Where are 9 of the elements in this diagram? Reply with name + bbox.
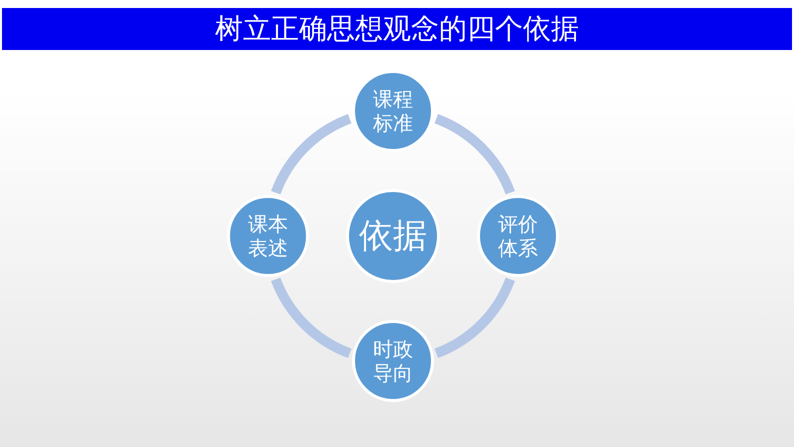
circle-label: 课程标准 — [372, 87, 414, 135]
circle-label: 评价体系 — [497, 212, 539, 260]
circle-label: 课本表述 — [247, 212, 289, 260]
ring-arc — [271, 277, 352, 358]
circle-label: 依据 — [358, 216, 428, 256]
ring-arc — [434, 277, 515, 358]
ring-arc — [434, 114, 515, 195]
circle-label: 时政导向 — [372, 337, 414, 385]
title-text: 树立正确思想观念的四个依据 — [215, 11, 579, 47]
